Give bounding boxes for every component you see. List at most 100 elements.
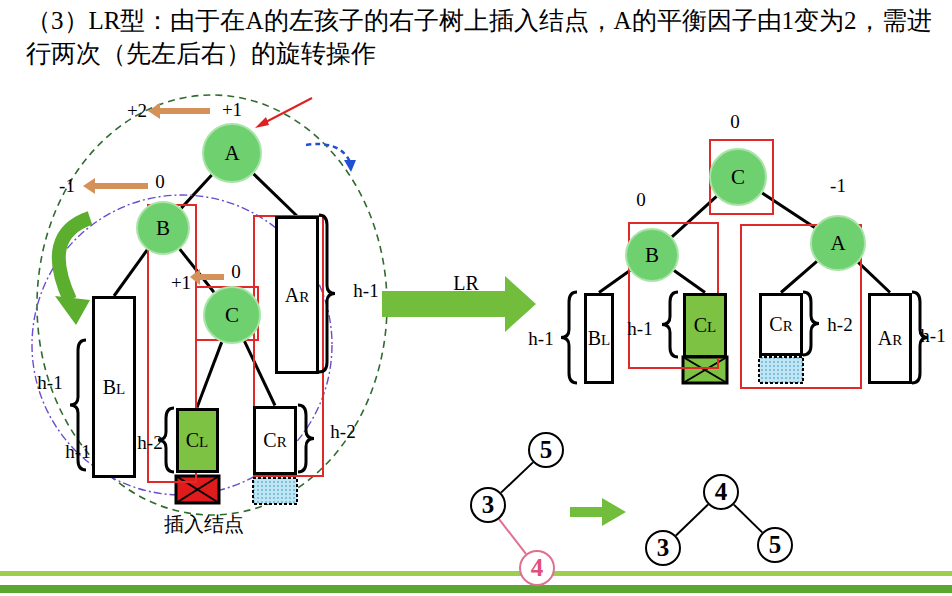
decoration: [306, 144, 350, 162]
balance-or-height-label: h-2: [827, 314, 852, 336]
balance-or-height-label: 0: [231, 261, 241, 283]
rotation-label: LR: [453, 272, 479, 295]
tree-node: 3: [470, 487, 506, 523]
decoration: [0, 571, 952, 576]
brace: [662, 292, 678, 357]
tree-node: A: [202, 123, 262, 183]
decoration: [0, 585, 952, 593]
tree-node: B: [625, 228, 679, 282]
balance-or-height-label: -1: [830, 175, 846, 197]
brace: [319, 215, 335, 372]
balance-or-height-label: +1: [222, 99, 242, 121]
decoration: [344, 160, 356, 172]
subtree-box: BL: [92, 296, 136, 478]
subtree-box: CL: [683, 293, 727, 358]
decoration: [55, 296, 90, 325]
node-label: BL: [103, 376, 126, 399]
balance-or-height-label: 0: [155, 171, 165, 193]
node-label: B: [645, 243, 659, 268]
tree-edge: [501, 462, 533, 492]
tree-edge: [858, 262, 890, 292]
tree-edge: [197, 342, 222, 407]
decoration: [32, 195, 332, 495]
node-label: 4: [531, 554, 544, 582]
decoration: [190, 269, 224, 285]
decoration: [0, 580, 952, 596]
balance-or-height-label: h-1: [65, 441, 90, 463]
node-label: CR: [769, 313, 792, 336]
node-label: AR: [878, 327, 902, 350]
tree-edge: [114, 250, 147, 296]
balance-or-height-label: -1: [59, 175, 75, 197]
note-label: 插入结点: [164, 511, 244, 538]
subtree-box: AR: [868, 293, 912, 384]
balance-or-height-label: h-2: [137, 432, 162, 454]
brace: [298, 405, 314, 472]
decoration: [759, 357, 803, 383]
decoration: [176, 476, 219, 503]
title-text: （3）LR型：由于在A的左孩子的右子树上插入结点，A的平衡因子由1变为2，需进行…: [26, 7, 932, 67]
tree-edge: [676, 505, 708, 536]
tree-edge: [181, 175, 211, 208]
node-label: BL: [588, 327, 611, 350]
tree-node: A: [810, 215, 866, 271]
node-label: 3: [657, 534, 670, 562]
balance-or-height-label: h-1: [353, 280, 378, 302]
tree-edge: [762, 193, 814, 228]
node-label: 5: [769, 531, 782, 559]
node-label: 5: [540, 436, 553, 464]
decoration: [255, 117, 269, 128]
balance-or-height-label: +1: [171, 272, 191, 294]
node-label: 3: [482, 491, 495, 519]
balance-or-height-label: 0: [636, 189, 646, 211]
balance-or-height-label: h-1: [627, 318, 652, 340]
tree-edge: [734, 505, 762, 533]
tree-node: 5: [757, 527, 793, 563]
decoration: [37, 95, 387, 515]
tree-node: C: [709, 148, 767, 206]
decoration: [176, 476, 219, 503]
node-label: CR: [263, 429, 286, 452]
tree-edge: [254, 174, 297, 216]
node-label: A: [224, 141, 239, 166]
node-label: A: [830, 231, 845, 256]
tree-edge: [599, 271, 630, 293]
decoration: [254, 216, 323, 476]
node-label: CL: [694, 314, 717, 337]
balance-or-height-label: 0: [730, 111, 740, 133]
brace: [803, 292, 819, 355]
tree-node: B: [136, 201, 190, 255]
decoration: [253, 478, 297, 504]
node-label: CL: [186, 429, 209, 452]
subtree-box: CR: [253, 406, 297, 475]
slide-title: （3）LR型：由于在A的左孩子的右子树上插入结点，A的平衡因子由1变为2，需进行…: [26, 4, 946, 70]
node-label: 4: [715, 478, 728, 506]
decoration: [710, 140, 773, 214]
node-label: B: [156, 216, 170, 241]
tree-node: 4: [703, 474, 739, 510]
node-label: C: [731, 165, 745, 190]
tree-node: 3: [645, 530, 681, 566]
decoration: [262, 98, 312, 124]
tree-node: C: [203, 286, 261, 344]
decoration: [683, 357, 727, 383]
tree-node: 4: [519, 550, 555, 586]
decoration: [83, 178, 148, 194]
tree-edge: [499, 519, 526, 554]
tree-edge: [674, 271, 705, 293]
node-label: C: [225, 303, 239, 328]
balance-or-height-label: h-1: [528, 328, 553, 350]
balance-or-height-label: h-1: [920, 325, 945, 347]
brace: [561, 292, 577, 383]
subtree-box: CL: [176, 408, 219, 473]
decoration: [70, 215, 928, 472]
balance-or-height-label: h-1: [37, 372, 62, 394]
node-label: AR: [285, 284, 309, 307]
decoration: [683, 357, 727, 383]
balance-or-height-label: +2: [127, 100, 147, 122]
subtree-box: BL: [584, 293, 615, 384]
tree-node: 5: [528, 432, 564, 468]
subtree-box: AR: [275, 216, 319, 374]
decoration: [148, 103, 210, 119]
